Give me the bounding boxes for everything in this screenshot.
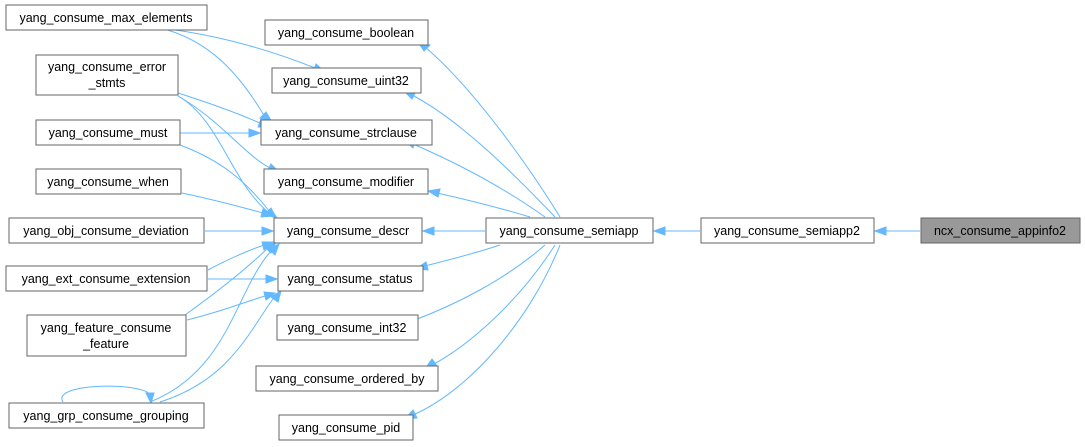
node-label: _stmts [88, 76, 126, 90]
node-modifier[interactable]: yang_consume_modifier [263, 168, 429, 195]
edge-modifier-error-stmts [177, 95, 271, 169]
arrowhead [145, 392, 155, 405]
edge-descr-error-stmts [177, 95, 269, 213]
edge-descr-grouping [149, 249, 273, 403]
arrowhead [270, 289, 282, 303]
edge-descr-must [179, 144, 271, 213]
node-max-elements[interactable]: yang_consume_max_elements [5, 4, 208, 31]
arrowhead [265, 274, 279, 284]
edge-uint32-max-elements [159, 27, 316, 69]
node-descr[interactable]: yang_consume_descr [273, 217, 423, 244]
arrowhead [426, 188, 441, 198]
node-label: yang_ext_consume_extension [22, 272, 191, 286]
node-label: yang_consume_boolean [278, 26, 414, 40]
node-appinfo2-root[interactable]: ncx_consume_appinfo2 [920, 217, 1081, 244]
node-label: yang_obj_consume_deviation [23, 224, 188, 238]
node-label: _feature [82, 337, 129, 351]
node-label: yang_consume_when [47, 175, 169, 189]
node-ordered-by[interactable]: yang_consume_ordered_by [255, 365, 439, 392]
edge-descr-feature [184, 247, 269, 316]
node-label: yang_consume_must [49, 126, 168, 140]
edge-status-feature [186, 295, 266, 321]
node-boolean[interactable]: yang_consume_boolean [264, 19, 429, 46]
node-label: yang_consume_max_elements [19, 11, 192, 25]
node-status[interactable]: yang_consume_status [277, 265, 424, 292]
edge-status-grouping [159, 295, 276, 403]
edge-strclause-max-elements [159, 27, 266, 118]
edge-semiapp-strclause [412, 143, 546, 218]
node-label: yang_consume_int32 [288, 321, 407, 335]
node-semiapp[interactable]: yang_consume_semiapp [485, 217, 654, 244]
node-label: yang_consume_modifier [278, 175, 414, 189]
node-label: yang_consume_status [287, 272, 412, 286]
node-label: yang_feature_consume [41, 321, 172, 335]
arrowhead [248, 128, 262, 138]
node-label: yang_consume_strclause [275, 126, 417, 140]
node-error-stmts[interactable]: yang_consume_error _stmts [35, 54, 179, 96]
edge-descr-when [181, 192, 264, 214]
arrowhead [260, 208, 275, 218]
edge-semiapp-boolean [424, 46, 561, 218]
node-label: yang_consume_pid [292, 421, 400, 435]
edge-semiapp-ordered-by [431, 244, 556, 366]
node-when[interactable]: yang_consume_when [35, 168, 182, 195]
node-label: yang_consume_semiapp2 [714, 224, 860, 238]
arrowhead [268, 242, 280, 256]
edge-semiapp-pid [412, 244, 561, 416]
node-grouping[interactable]: yang_grp_consume_grouping [8, 402, 205, 429]
arrowhead [421, 226, 435, 236]
edge-semiapp-uint32 [411, 94, 556, 218]
node-label: yang_consume_error [48, 60, 166, 74]
edge-semiapp-int32 [411, 244, 546, 322]
node-feature[interactable]: yang_feature_consume _feature [26, 314, 187, 357]
edge-semiapp-status [424, 244, 501, 267]
node-strclause[interactable]: yang_consume_strclause [260, 119, 433, 146]
node-must[interactable]: yang_consume_must [35, 119, 181, 146]
arrowhead [652, 226, 666, 236]
node-deviation[interactable]: yang_obj_consume_deviation [8, 217, 205, 244]
edge-strclause-error-stmts [177, 92, 261, 124]
arrowhead [873, 226, 887, 236]
arrowhead [263, 291, 277, 301]
node-label: ncx_consume_appinfo2 [934, 224, 1066, 238]
node-pid[interactable]: yang_consume_pid [278, 414, 414, 441]
node-int32[interactable]: yang_consume_int32 [276, 314, 419, 341]
edge-descr-extension [207, 244, 265, 271]
node-label: yang_consume_uint32 [283, 74, 409, 88]
edge-semiapp-modifier [436, 192, 531, 218]
edge-grouping-self-loop [61, 385, 151, 403]
node-label: yang_grp_consume_grouping [23, 409, 188, 423]
node-uint32[interactable]: yang_consume_uint32 [271, 67, 422, 94]
node-label: yang_consume_ordered_by [270, 372, 426, 386]
node-label: yang_consume_semiapp [500, 224, 639, 238]
node-semiapp2[interactable]: yang_consume_semiapp2 [700, 217, 875, 244]
arrowhead [261, 226, 275, 236]
node-extension[interactable]: yang_ext_consume_extension [5, 265, 208, 292]
node-label: yang_consume_descr [287, 224, 409, 238]
